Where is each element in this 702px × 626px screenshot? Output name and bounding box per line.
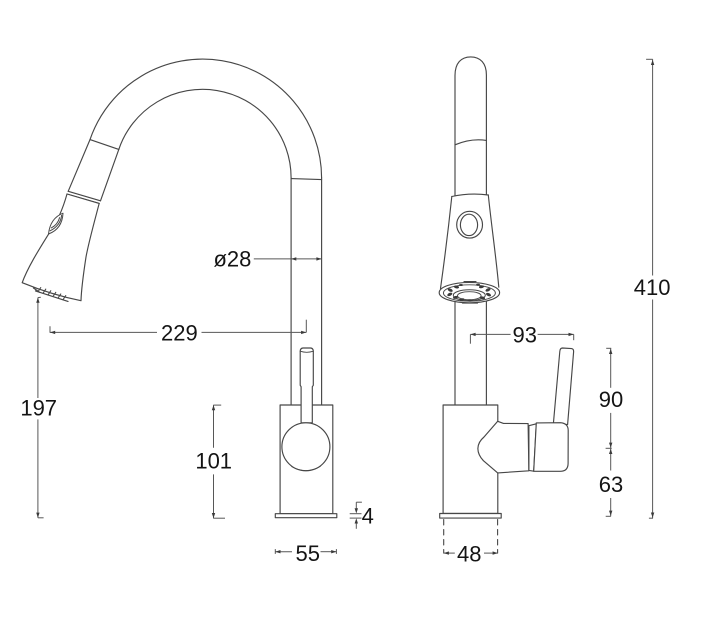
svg-text:90: 90	[599, 387, 623, 412]
svg-text:ø28: ø28	[213, 247, 251, 272]
svg-text:410: 410	[634, 275, 671, 300]
svg-text:4: 4	[362, 504, 374, 529]
svg-text:197: 197	[20, 396, 57, 421]
svg-text:229: 229	[161, 321, 198, 346]
svg-text:55: 55	[295, 541, 319, 566]
svg-text:101: 101	[195, 449, 232, 474]
svg-text:48: 48	[457, 542, 481, 567]
svg-text:63: 63	[599, 472, 623, 497]
svg-text:93: 93	[512, 323, 536, 348]
